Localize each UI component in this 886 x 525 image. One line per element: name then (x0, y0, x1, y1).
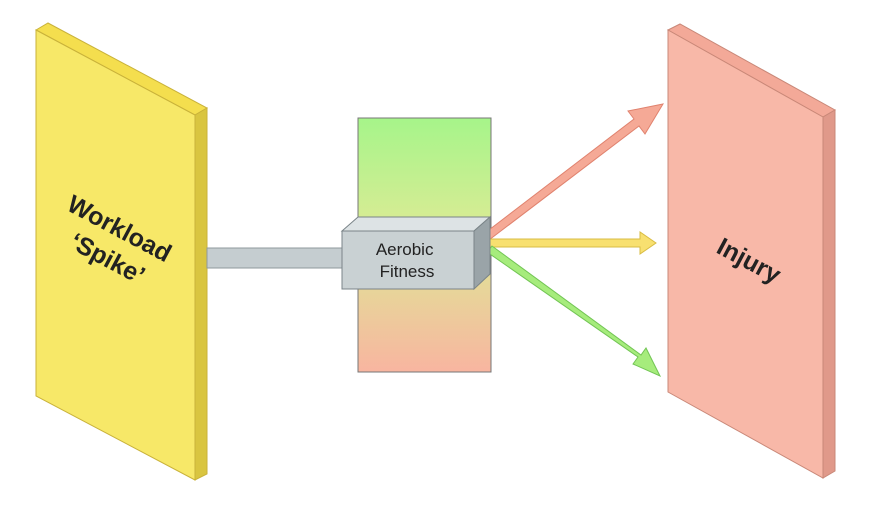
aerobic-box-front (341, 230, 475, 290)
aerobic-label-line2: Fitness (380, 262, 435, 281)
aerobic-fitness-box: Aerobic Fitness (340, 215, 492, 291)
connector-bar (206, 247, 345, 269)
aerobic-box-top (340, 216, 492, 232)
injury-panel: Injury (666, 23, 837, 479)
workload-panel-side (194, 107, 208, 481)
arrow-up-shape (484, 103, 665, 241)
aerobic-box-label: Aerobic Fitness (376, 240, 438, 281)
injury-panel-side (822, 109, 836, 479)
arrow-up-to-injury (484, 103, 665, 241)
arrow-middle-shape (489, 231, 657, 255)
arrow-down-to-injury (486, 245, 662, 378)
arrow-middle-to-injury (489, 231, 657, 255)
arrow-down-shape (486, 245, 662, 378)
workload-spike-panel: Workload ‘Spike’ (34, 22, 209, 481)
aerobic-label-line1: Aerobic (376, 240, 434, 259)
connector-bar-body (206, 247, 345, 269)
